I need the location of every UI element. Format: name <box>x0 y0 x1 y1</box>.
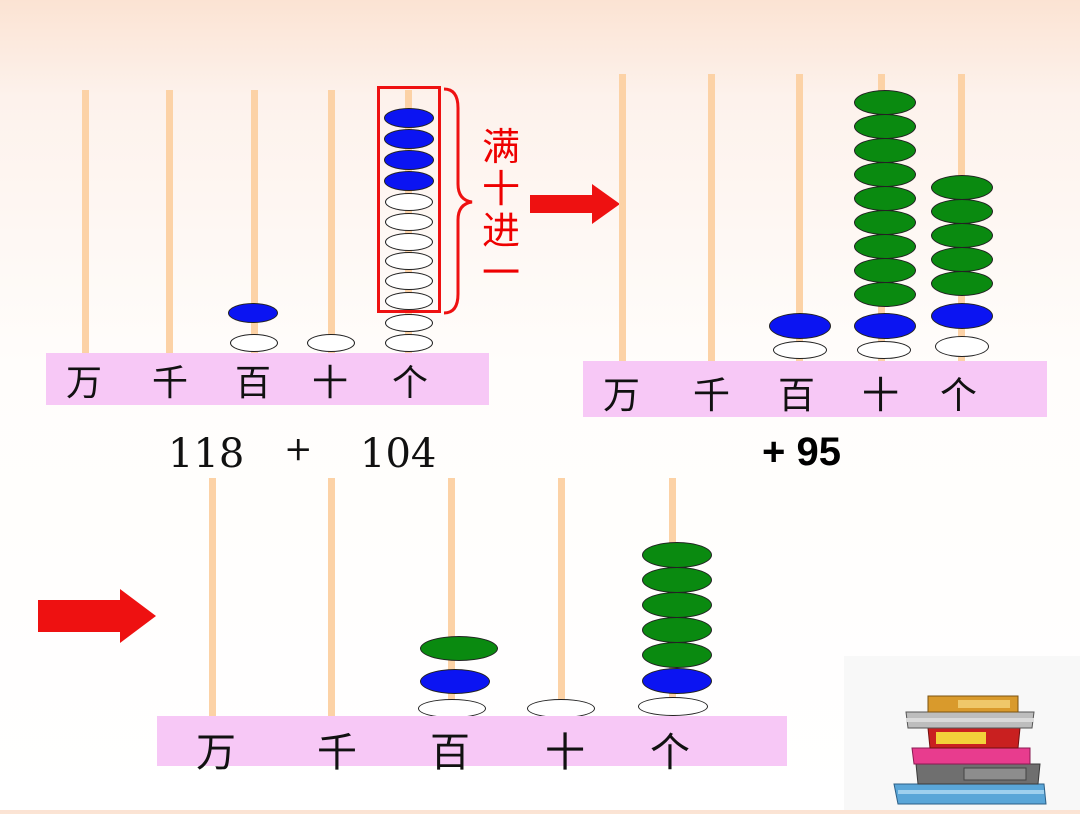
white-bead <box>385 292 433 310</box>
green-bead <box>931 175 993 200</box>
green-bead <box>642 542 712 568</box>
place-label-shi: 十 <box>312 363 349 404</box>
place-label-shi: 十 <box>545 730 585 776</box>
green-bead <box>854 162 916 187</box>
green-bead <box>642 592 712 618</box>
expression-right: 104 <box>360 431 437 477</box>
place-label-wan: 万 <box>196 730 236 776</box>
rod-qian <box>328 478 335 718</box>
white-bead <box>230 334 278 352</box>
white-bead <box>638 697 708 716</box>
carry-note-char: 一 <box>482 251 521 295</box>
books-decoration <box>844 656 1080 810</box>
carry-note-char: 满 <box>482 125 521 169</box>
rod-qian <box>708 74 715 364</box>
blue-bead <box>642 668 712 694</box>
stack-of-books-icon <box>893 695 1047 805</box>
blue-bead <box>384 171 434 191</box>
green-bead <box>854 186 916 211</box>
white-bead <box>773 341 827 359</box>
rod-wan <box>82 90 89 355</box>
green-bead <box>642 642 712 668</box>
rod-bai <box>448 478 455 718</box>
place-label-bai: 百 <box>430 730 470 776</box>
place-label-wan: 万 <box>603 374 640 417</box>
place-label-ge: 个 <box>650 730 690 776</box>
green-bead <box>854 282 916 307</box>
expression-operator: + <box>284 429 313 469</box>
white-bead <box>385 272 433 290</box>
place-label-qian: 千 <box>152 363 189 404</box>
blue-bead <box>769 313 831 339</box>
carry-note-char: 进 <box>482 209 521 253</box>
green-bead <box>931 199 993 224</box>
blue-bead <box>228 303 278 323</box>
place-value-bar <box>583 361 1047 417</box>
green-bead <box>854 210 916 235</box>
green-bead <box>642 617 712 643</box>
blue-bead <box>854 313 916 339</box>
rod-bai <box>251 90 258 355</box>
place-label-ge: 个 <box>392 363 429 404</box>
rod-wan <box>619 74 626 364</box>
expression-left: 118 <box>168 431 245 477</box>
white-bead <box>857 341 911 359</box>
place-label-qian: 千 <box>317 730 357 776</box>
place-label-shi: 十 <box>862 374 899 417</box>
place-label-bai: 百 <box>235 363 272 404</box>
green-bead <box>854 90 916 115</box>
rod-qian <box>166 90 173 355</box>
blue-bead <box>384 129 434 149</box>
green-bead <box>931 223 993 248</box>
blue-bead <box>384 150 434 170</box>
white-bead <box>385 252 433 270</box>
green-bead <box>420 636 498 661</box>
white-bead <box>385 233 433 251</box>
white-bead <box>307 334 355 352</box>
place-label-qian: 千 <box>693 374 730 417</box>
white-bead <box>385 334 433 352</box>
green-bead <box>854 114 916 139</box>
white-bead <box>385 213 433 231</box>
place-label-ge: 个 <box>940 374 977 417</box>
place-value-bar <box>157 716 787 766</box>
curly-brace-icon <box>443 87 473 315</box>
green-bead <box>854 234 916 259</box>
place-value-bar <box>46 353 489 405</box>
blue-bead <box>931 303 993 329</box>
green-bead <box>854 138 916 163</box>
green-bead <box>931 271 993 296</box>
rod-bai <box>796 74 803 364</box>
rod-shi <box>558 478 565 718</box>
rod-shi <box>328 90 335 355</box>
blue-bead <box>420 669 490 694</box>
green-bead <box>854 258 916 283</box>
green-bead <box>931 247 993 272</box>
right-arrow-icon <box>530 184 620 224</box>
rod-wan <box>209 478 216 718</box>
white-bead <box>385 193 433 211</box>
carry-note-char: 十 <box>482 167 521 211</box>
place-label-wan: 万 <box>66 363 103 404</box>
blue-bead <box>384 108 434 128</box>
place-label-bai: 百 <box>778 374 815 417</box>
white-bead <box>385 314 433 332</box>
right-arrow-icon <box>38 589 156 643</box>
carry-highlight-box <box>377 86 441 313</box>
green-bead <box>642 567 712 593</box>
white-bead <box>935 336 989 357</box>
addend-label: + 95 <box>762 430 841 474</box>
